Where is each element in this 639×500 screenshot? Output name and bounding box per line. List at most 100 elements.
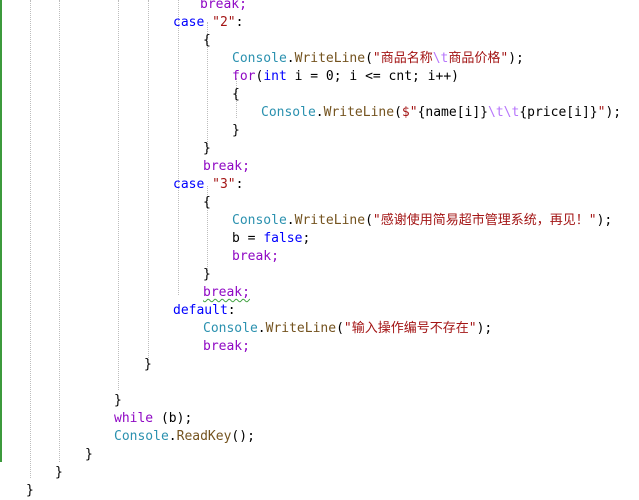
indent-guide bbox=[236, 78, 237, 118]
code-line[interactable]: break; bbox=[0, 284, 250, 302]
code-token: \t\t bbox=[488, 105, 520, 120]
code-token: WriteLine bbox=[294, 51, 366, 66]
code-token: break; bbox=[203, 159, 250, 174]
code-token: } bbox=[55, 465, 63, 480]
code-token: { bbox=[232, 87, 240, 102]
indent-guide bbox=[178, 0, 179, 295]
code-line[interactable]: { bbox=[0, 194, 211, 212]
indent-guide bbox=[30, 0, 31, 478]
code-token: WriteLine bbox=[323, 105, 395, 120]
code-line[interactable]: Console.WriteLine("感谢使用简易超市管理系统，再见！"); bbox=[0, 212, 612, 230]
code-token: Console bbox=[114, 429, 169, 444]
code-token: ReadKey bbox=[176, 429, 232, 444]
code-token: WriteLine bbox=[294, 213, 366, 228]
code-token: : bbox=[235, 177, 244, 192]
code-token: Console bbox=[232, 51, 287, 66]
code-line[interactable]: } bbox=[0, 482, 34, 500]
code-token: (); bbox=[231, 429, 255, 444]
code-token: { bbox=[203, 33, 211, 48]
code-token: "输入操作编号不存在" bbox=[343, 321, 477, 336]
code-token: . bbox=[315, 105, 324, 120]
code-line[interactable]: } bbox=[0, 266, 211, 284]
code-token: 商品价格" bbox=[448, 51, 509, 66]
code-token: $" bbox=[401, 105, 418, 120]
code-line[interactable]: default: bbox=[0, 302, 236, 320]
code-token: WriteLine bbox=[265, 321, 337, 336]
code-token: "2" bbox=[212, 15, 236, 30]
code-token: ( bbox=[394, 105, 402, 120]
code-line[interactable]: Console.WriteLine("输入操作编号不存在"); bbox=[0, 320, 492, 338]
code-line[interactable]: break; bbox=[0, 338, 250, 356]
code-token: {name[i]} bbox=[417, 105, 489, 120]
code-line[interactable]: { bbox=[0, 86, 240, 104]
code-token: : bbox=[235, 15, 244, 30]
code-token: Console bbox=[203, 321, 258, 336]
code-token: } bbox=[114, 393, 122, 408]
indent-guide bbox=[207, 22, 208, 152]
code-line[interactable]: case "3": bbox=[0, 176, 243, 194]
code-line[interactable]: Console.ReadKey(); bbox=[0, 428, 255, 446]
code-token: int bbox=[263, 69, 287, 84]
code-token: "商品名称 bbox=[372, 51, 433, 66]
code-line[interactable]: } bbox=[0, 122, 240, 140]
code-token: "3" bbox=[212, 177, 236, 192]
code-token: . bbox=[286, 213, 295, 228]
code-token: . bbox=[168, 429, 177, 444]
code-token: for bbox=[232, 69, 256, 84]
code-line[interactable]: } bbox=[0, 446, 93, 464]
code-line[interactable]: { bbox=[0, 32, 211, 50]
code-token: (b); bbox=[153, 411, 193, 426]
code-token: \t bbox=[432, 51, 449, 66]
code-token: } bbox=[203, 141, 211, 156]
code-token: i = 0; i <= cnt; i++) bbox=[286, 69, 459, 84]
code-token: } bbox=[203, 267, 211, 282]
code-token: ); bbox=[596, 213, 613, 228]
code-line[interactable]: Console.WriteLine($"{name[i]}\t\t{price[… bbox=[0, 104, 621, 122]
code-token: } bbox=[232, 123, 240, 138]
code-token: case bbox=[173, 177, 213, 192]
code-line[interactable]: } bbox=[0, 356, 152, 374]
code-token: {price[i]} bbox=[519, 105, 598, 120]
code-line[interactable]: while (b); bbox=[0, 410, 192, 428]
code-line[interactable]: } bbox=[0, 392, 122, 410]
code-token: . bbox=[286, 51, 295, 66]
code-token: ; bbox=[302, 231, 311, 246]
code-token: : bbox=[227, 303, 236, 318]
code-token: case bbox=[173, 15, 213, 30]
code-token: ); bbox=[476, 321, 493, 336]
indent-guide bbox=[59, 0, 60, 462]
code-token: break; bbox=[203, 339, 250, 354]
code-token: break; bbox=[232, 249, 279, 264]
code-token: ( bbox=[336, 321, 344, 336]
code-token: b = bbox=[232, 231, 264, 246]
code-token: ( bbox=[365, 51, 373, 66]
code-token: false bbox=[263, 231, 303, 246]
code-token: while bbox=[114, 411, 154, 426]
indent-guide bbox=[118, 0, 119, 390]
code-token: ); bbox=[508, 51, 524, 66]
code-token: Console bbox=[232, 213, 287, 228]
code-line[interactable]: for(int i = 0; i <= cnt; i++) bbox=[0, 68, 459, 86]
indent-guide bbox=[207, 186, 208, 271]
code-line[interactable]: b = false; bbox=[0, 230, 310, 248]
code-token: break; bbox=[203, 285, 250, 300]
code-line[interactable]: case "2": bbox=[0, 14, 243, 32]
code-token: "感谢使用简易超市管理系统，再见！" bbox=[372, 213, 597, 228]
code-token: { bbox=[203, 195, 211, 210]
code-token: ( bbox=[255, 69, 264, 84]
indent-guide bbox=[148, 0, 149, 360]
code-token: default bbox=[173, 303, 228, 318]
code-token: ( bbox=[365, 213, 373, 228]
code-line[interactable]: } bbox=[0, 140, 211, 158]
code-line[interactable]: break; bbox=[0, 0, 247, 14]
code-token: ); bbox=[605, 105, 622, 120]
code-line[interactable]: Console.WriteLine("商品名称\t商品价格"); bbox=[0, 50, 524, 68]
code-token: break; bbox=[200, 0, 247, 12]
code-token: " bbox=[597, 105, 606, 120]
code-token: Console bbox=[261, 105, 316, 120]
code-line[interactable]: break; bbox=[0, 248, 279, 266]
code-token: } bbox=[85, 447, 93, 462]
code-line[interactable]: } bbox=[0, 464, 63, 482]
code-line[interactable]: break; bbox=[0, 158, 250, 176]
